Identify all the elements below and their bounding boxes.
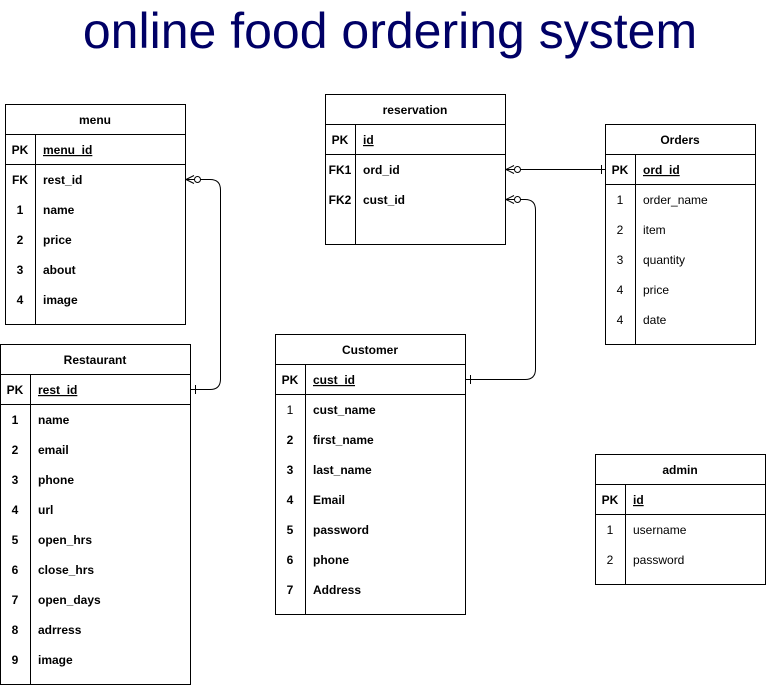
- table-admin-row-field: username: [633, 523, 687, 537]
- table-menu[interactable]: menu PK menu_id FK rest_id 1 name 2 pric…: [5, 104, 186, 325]
- table-customer-row-key: 1: [287, 403, 294, 417]
- table-admin-row-field: password: [633, 553, 684, 567]
- table-orders-row-key: 4: [617, 313, 624, 327]
- table-orders-row-key: 4: [617, 283, 624, 297]
- table-restaurant-row-key: 1: [12, 413, 19, 427]
- table-orders-row-field: order_name: [643, 193, 708, 207]
- table-restaurant-row-key: 6: [12, 563, 19, 577]
- table-reservation-pk-field: id: [363, 133, 374, 147]
- table-customer-row-key: 2: [287, 433, 294, 447]
- table-orders-row-field: item: [643, 223, 666, 237]
- table-orders-pk-field: ord_id: [643, 163, 680, 177]
- table-orders-row-key: 1: [617, 193, 624, 207]
- table-menu-row-key: 1: [17, 203, 24, 217]
- relationship-menu-restaurant: [185, 175, 221, 394]
- table-restaurant-row-field: adrress: [38, 623, 82, 637]
- table-admin-row-key: 2: [607, 553, 614, 567]
- table-menu-row-field: name: [43, 203, 75, 217]
- table-restaurant-row-key: 8: [12, 623, 19, 637]
- table-menu-row-key: 2: [17, 233, 24, 247]
- table-orders-row-field: date: [643, 313, 667, 327]
- table-customer-row-field: cust_name: [313, 403, 376, 417]
- table-orders-pk-key: PK: [612, 163, 629, 177]
- table-reservation-pk-key: PK: [332, 133, 349, 147]
- table-restaurant-row-field: close_hrs: [38, 563, 94, 577]
- table-restaurant-row-field: open_days: [38, 593, 101, 607]
- table-restaurant-row-field: open_hrs: [38, 533, 92, 547]
- table-restaurant-pk-field: rest_id: [38, 383, 77, 397]
- table-admin-pk-key: PK: [602, 493, 619, 507]
- table-orders-title: Orders: [660, 133, 700, 147]
- table-menu-row-key: 3: [17, 263, 24, 277]
- table-restaurant-row-field: phone: [38, 473, 74, 487]
- table-admin-pk-field: id: [633, 493, 644, 507]
- table-orders-row-key: 3: [617, 253, 624, 267]
- table-reservation-row-key: FK2: [329, 193, 352, 207]
- table-menu-row-field: price: [43, 233, 72, 247]
- table-reservation-title: reservation: [383, 103, 448, 117]
- table-reservation-row-key: FK1: [329, 163, 352, 177]
- table-orders-row-field: quantity: [643, 253, 685, 267]
- table-restaurant-row-key: 5: [12, 533, 19, 547]
- table-restaurant-row-field: name: [38, 413, 70, 427]
- table-customer-row-key: 6: [287, 553, 294, 567]
- table-restaurant-row-key: 9: [12, 653, 19, 667]
- table-restaurant-row-field: image: [38, 653, 73, 667]
- table-restaurant-row-key: 2: [12, 443, 19, 457]
- table-customer-pk-key: PK: [282, 373, 299, 387]
- table-customer-title: Customer: [342, 343, 398, 357]
- table-customer-row-field: first_name: [313, 433, 374, 447]
- table-restaurant[interactable]: Restaurant PK rest_id 1 name 2 email 3 p…: [0, 344, 191, 685]
- table-customer-row-field: password: [313, 523, 369, 537]
- table-menu-pk-field: menu_id: [43, 143, 92, 157]
- table-customer-row-field: last_name: [313, 463, 372, 477]
- table-menu-row-key: 4: [17, 293, 24, 307]
- table-admin-title: admin: [662, 463, 697, 477]
- table-restaurant-row-field: email: [38, 443, 69, 457]
- table-customer-row-key: 5: [287, 523, 294, 537]
- table-restaurant-pk-key: PK: [7, 383, 24, 397]
- table-orders-row-field: price: [643, 283, 669, 297]
- relationship-reservation-customer: [466, 195, 536, 384]
- table-menu-row-field: about: [43, 263, 76, 277]
- table-menu-row-field: image: [43, 293, 78, 307]
- table-restaurant-title: Restaurant: [64, 353, 127, 367]
- table-menu-title: menu: [79, 113, 111, 127]
- table-customer-row-key: 7: [287, 583, 294, 597]
- table-reservation-row-field: cust_id: [363, 193, 405, 207]
- table-admin[interactable]: admin PK id 1 username 2 password: [595, 454, 766, 585]
- table-restaurant-row-key: 4: [12, 503, 19, 517]
- table-customer-row-field: Email: [313, 493, 345, 507]
- table-reservation[interactable]: reservation PK id FK1 ord_id FK2 cust_id: [325, 94, 506, 245]
- table-menu-row-field: rest_id: [43, 173, 82, 187]
- table-customer-row-field: phone: [313, 553, 349, 567]
- table-admin-row-key: 1: [607, 523, 614, 537]
- table-menu-row-key: FK: [12, 173, 28, 187]
- table-orders-row-key: 2: [617, 223, 624, 237]
- table-menu-pk-key: PK: [12, 143, 29, 157]
- table-restaurant-row-key: 3: [12, 473, 19, 487]
- relationship-reservation-orders: [505, 165, 605, 174]
- table-customer[interactable]: Customer PK cust_id 1 cust_name 2 first_…: [275, 334, 466, 615]
- table-customer-pk-field: cust_id: [313, 373, 355, 387]
- table-restaurant-row-key: 7: [12, 593, 19, 607]
- table-orders[interactable]: Orders PK ord_id 1 order_name 2 item 3 q…: [605, 124, 756, 345]
- diagram-title: online food ordering system: [83, 3, 697, 59]
- table-reservation-row-field: ord_id: [363, 163, 400, 177]
- table-customer-row-key: 3: [287, 463, 294, 477]
- table-restaurant-row-field: url: [38, 503, 53, 517]
- table-customer-row-key: 4: [287, 493, 294, 507]
- table-customer-row-field: Address: [313, 583, 361, 597]
